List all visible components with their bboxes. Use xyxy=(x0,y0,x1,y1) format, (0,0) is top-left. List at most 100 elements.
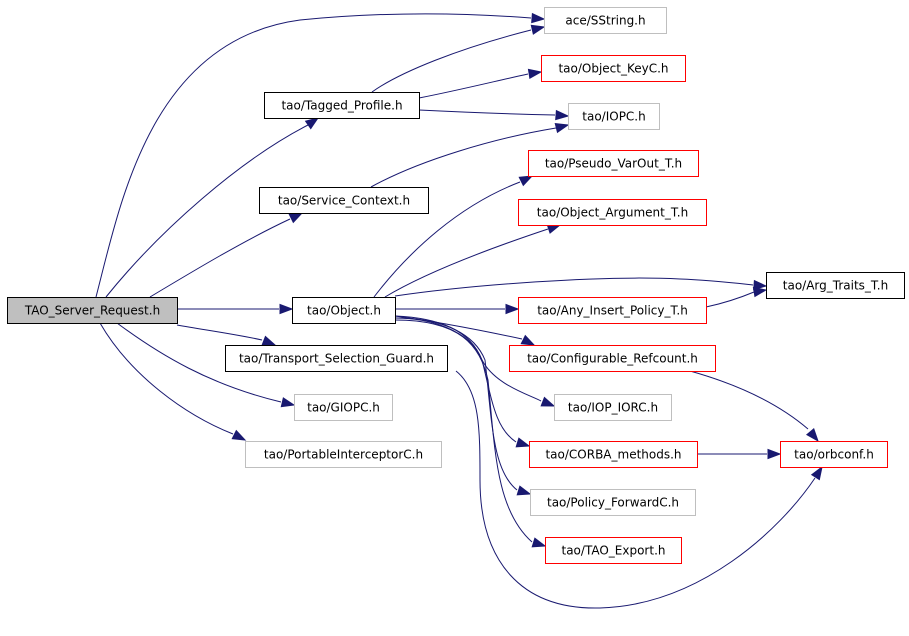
node-label: tao/Arg_Traits_T.h xyxy=(783,279,888,293)
edge-line xyxy=(373,181,521,298)
edge-tao-service-context-to-tao-iopc xyxy=(370,122,570,188)
node-tao-service-context[interactable]: tao/Service_Context.h xyxy=(259,187,429,214)
node-tao-server-request[interactable]: TAO_Server_Request.h xyxy=(7,297,178,324)
arrowhead-icon xyxy=(279,303,294,315)
arrowhead-icon xyxy=(518,175,534,187)
node-box xyxy=(509,345,716,372)
node-box xyxy=(568,103,660,130)
arrowhead-icon xyxy=(554,122,570,134)
node-label: tao/Object.h xyxy=(307,304,381,318)
node-label: tao/Policy_ForwardC.h xyxy=(547,496,679,510)
edge-tao-server-request-to-tao-service-context xyxy=(149,212,304,298)
edge-tao-corba-methods-to-tao-orbconf xyxy=(697,448,782,460)
edge-line xyxy=(689,370,809,430)
edge-tao-object-to-tao-any-insert-policy xyxy=(395,303,520,315)
edge-line xyxy=(418,73,529,99)
node-box xyxy=(7,297,178,324)
node-box xyxy=(541,55,686,82)
node-tao-tao-export[interactable]: tao/TAO_Export.h xyxy=(545,537,682,564)
edge-tao-server-request-to-tao-giopc xyxy=(116,322,296,408)
edge-line xyxy=(116,322,282,403)
node-tao-transport-selection-guard[interactable]: tao/Transport_Selection_Guard.h xyxy=(225,345,448,372)
arrowhead-icon xyxy=(805,428,819,443)
edge-tao-object-to-tao-policy-forwardc xyxy=(394,317,532,496)
node-tao-iop-iorc[interactable]: tao/IOP_IORC.h xyxy=(554,394,672,421)
node-tao-configurable-refcount[interactable]: tao/Configurable_Refcount.h xyxy=(509,345,716,372)
edge-line xyxy=(371,29,532,93)
node-tao-arg-traits[interactable]: tao/Arg_Traits_T.h xyxy=(766,272,905,299)
node-tao-portable-interceptorc[interactable]: tao/PortableInterceptorC.h xyxy=(245,441,442,468)
arrowhead-icon xyxy=(530,24,546,35)
arrowhead-icon xyxy=(753,279,768,291)
arrowhead-icon xyxy=(516,485,532,496)
arrowhead-icon xyxy=(520,334,536,346)
edge-line xyxy=(105,124,309,298)
node-label: tao/Pseudo_VarOut_T.h xyxy=(545,157,682,171)
node-tao-corba-methods[interactable]: tao/CORBA_methods.h xyxy=(529,441,698,468)
arrowhead-icon xyxy=(767,448,782,460)
node-tao-pseudo-varout[interactable]: tao/Pseudo_VarOut_T.h xyxy=(528,150,699,177)
arrowhead-icon xyxy=(280,397,296,408)
arrowhead-icon xyxy=(527,68,543,80)
edge-tao-any-insert-policy-to-tao-arg-traits xyxy=(705,286,768,308)
node-label: tao/PortableInterceptorC.h xyxy=(264,448,423,462)
edges-layer xyxy=(95,12,823,609)
arrowhead-icon xyxy=(231,429,247,441)
arrowhead-icon xyxy=(540,396,556,407)
node-tao-orbconf[interactable]: tao/orbconf.h xyxy=(780,441,888,468)
edge-line xyxy=(370,127,557,188)
arrowhead-icon xyxy=(505,303,520,315)
node-label: ace/SString.h xyxy=(565,14,645,28)
edge-tao-server-request-to-tao-transport-selection-guard xyxy=(176,324,277,346)
node-label: tao/Any_Insert_Policy_T.h xyxy=(537,304,688,318)
node-tao-tagged-profile[interactable]: tao/Tagged_Profile.h xyxy=(264,92,420,119)
node-label: tao/IOP_IORC.h xyxy=(568,401,658,415)
node-label: tao/Tagged_Profile.h xyxy=(281,99,402,113)
arrowhead-icon xyxy=(261,335,277,346)
edge-line xyxy=(394,315,517,443)
edge-tao-tagged-profile-to-tao-iopc xyxy=(418,109,570,121)
node-box xyxy=(259,187,429,214)
node-box xyxy=(554,394,672,421)
node-box xyxy=(528,150,699,177)
node-box xyxy=(530,489,696,516)
node-tao-iopc[interactable]: tao/IOPC.h xyxy=(568,103,660,130)
edge-line xyxy=(95,13,532,298)
node-label: TAO_Server_Request.h xyxy=(24,304,160,318)
edge-tao-object-to-tao-arg-traits xyxy=(394,277,768,297)
edge-line xyxy=(99,322,234,435)
edge-tao-object-to-tao-corba-methods xyxy=(394,315,531,448)
edge-line xyxy=(418,109,556,116)
node-box xyxy=(225,345,448,372)
node-tao-giopc[interactable]: tao/GIOPC.h xyxy=(294,394,393,421)
node-box xyxy=(529,441,698,468)
node-tao-object[interactable]: tao/Object.h xyxy=(292,297,396,324)
edge-line xyxy=(384,228,549,298)
node-tao-object-keyc[interactable]: tao/Object_KeyC.h xyxy=(541,55,686,82)
edge-tao-tagged-profile-to-ace-sstring xyxy=(371,24,546,93)
arrowhead-icon xyxy=(515,437,531,448)
edge-tao-server-request-to-ace-sstring xyxy=(95,12,546,298)
arrowhead-icon xyxy=(531,537,547,548)
node-box xyxy=(766,272,905,299)
node-tao-object-argument[interactable]: tao/Object_Argument_T.h xyxy=(518,199,707,226)
node-ace-sstring[interactable]: ace/SString.h xyxy=(544,7,667,34)
edge-line xyxy=(394,319,533,543)
node-label: tao/IOPC.h xyxy=(582,110,645,124)
node-label: tao/Service_Context.h xyxy=(278,194,410,208)
arrowhead-icon xyxy=(810,465,823,481)
node-box xyxy=(780,441,888,468)
node-tao-any-insert-policy[interactable]: tao/Any_Insert_Policy_T.h xyxy=(518,297,707,324)
arrowhead-icon xyxy=(531,12,546,24)
edge-line xyxy=(705,291,755,308)
node-label: tao/GIOPC.h xyxy=(307,401,380,415)
node-box xyxy=(518,199,707,226)
edge-line xyxy=(455,370,816,609)
edge-tao-server-request-to-tao-object xyxy=(177,303,294,315)
arrowhead-icon xyxy=(555,109,570,121)
node-tao-policy-forwardc[interactable]: tao/Policy_ForwardC.h xyxy=(530,489,696,516)
node-box xyxy=(544,7,667,34)
node-box xyxy=(245,441,442,468)
node-box xyxy=(264,92,420,119)
